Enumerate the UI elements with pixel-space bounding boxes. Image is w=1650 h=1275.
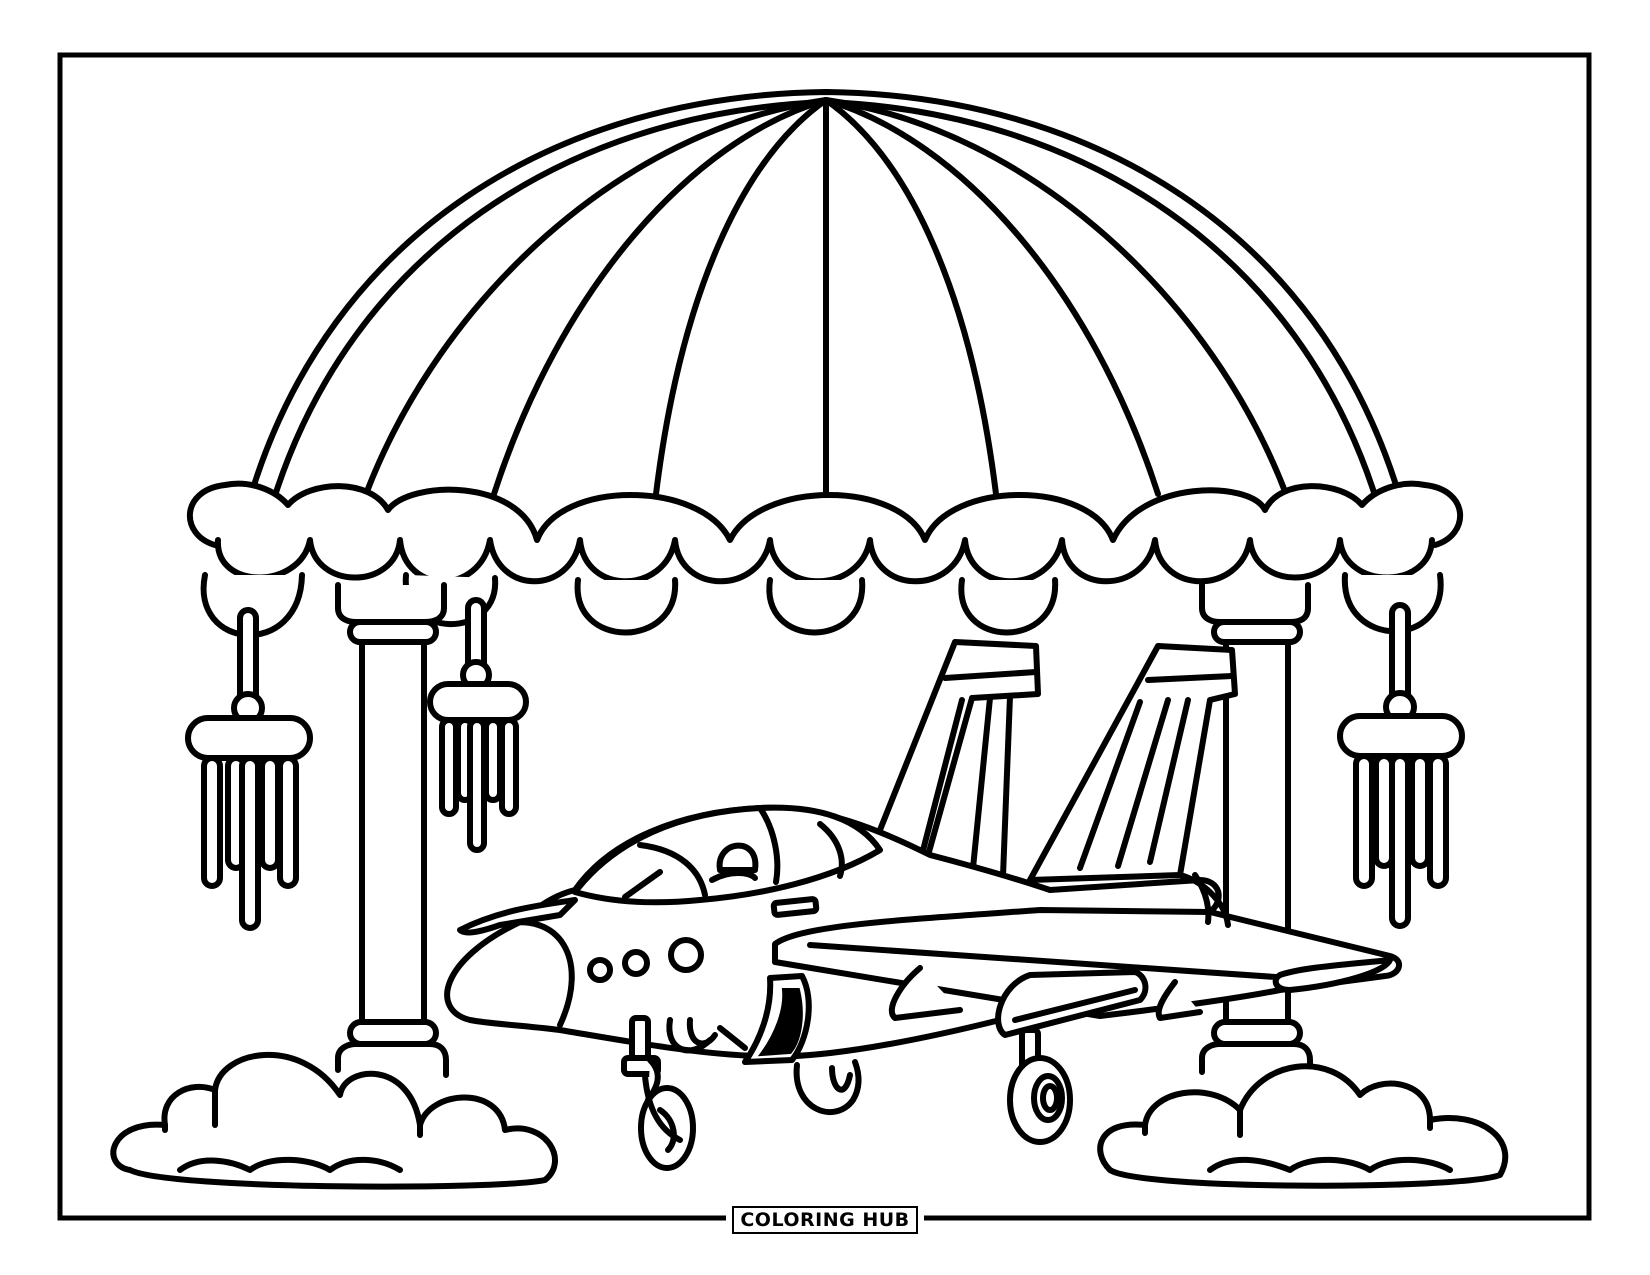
nose-landing-gear (621, 1015, 696, 1171)
main-landing-gear (1007, 1027, 1073, 1145)
left-column (335, 582, 449, 1078)
wind-chime-inner-left (427, 597, 529, 853)
wind-chime-right (1337, 602, 1465, 929)
tail-fin-right (1027, 643, 1238, 883)
middle-wheel (793, 1059, 862, 1116)
cloud-right (1097, 1063, 1509, 1189)
scalloped-valance (187, 480, 1463, 639)
porthole (622, 949, 650, 977)
pilot-helmet (716, 842, 759, 873)
porthole (587, 957, 613, 983)
porthole (668, 937, 704, 973)
fighter-jet (444, 639, 1402, 1171)
wind-chime-far-left (185, 607, 313, 931)
dome-canopy (247, 89, 1403, 508)
cloud-left (110, 1052, 558, 1190)
brand-label: COLORING HUB (732, 1206, 918, 1234)
